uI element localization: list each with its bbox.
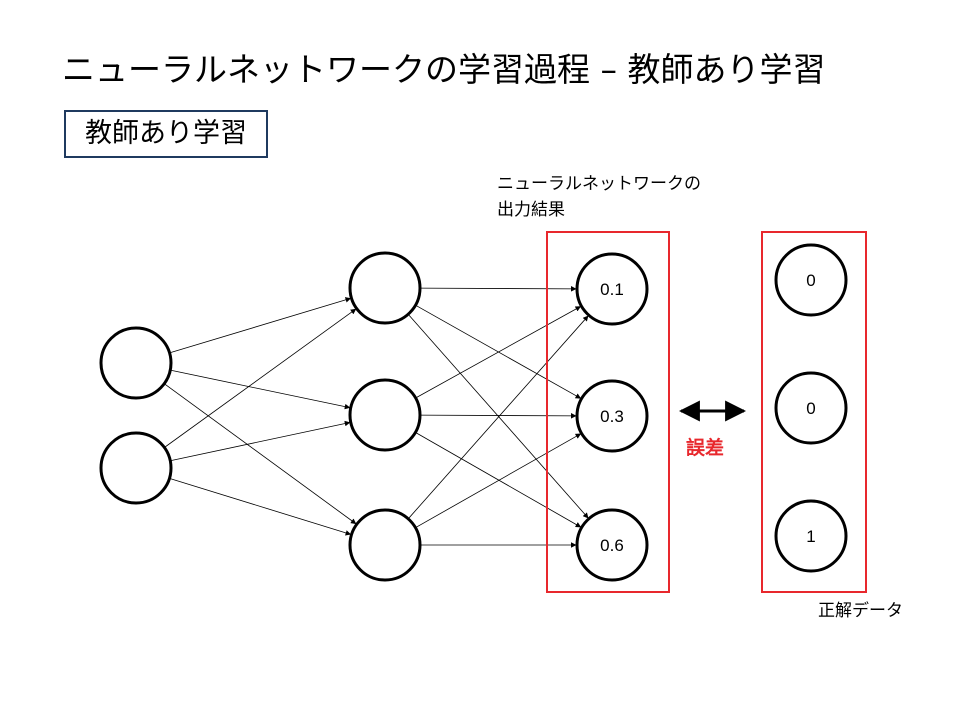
output-result-label: ニューラルネットワークの 出力結果 xyxy=(497,171,701,223)
target-node-1 xyxy=(774,243,848,317)
edge-input2-hidden2 xyxy=(170,420,351,462)
hidden-node-1 xyxy=(348,251,422,325)
edge-input2-hidden1 xyxy=(164,308,357,448)
edge-hidden3-output2 xyxy=(415,433,582,529)
output-label-line-1: ニューラルネットワークの xyxy=(497,174,701,194)
edge-hidden2-output1 xyxy=(415,306,582,399)
ground-truth-highlight-box xyxy=(761,231,867,593)
output-value-2: 0.3 xyxy=(600,407,624,426)
edge-hidden2-output3 xyxy=(415,432,582,528)
output-label-line-2: 出力結果 xyxy=(497,200,565,220)
target-value-3: 1 xyxy=(806,527,815,546)
slide-title: ニューラルネットワークの学習過程 – 教師あり学習 xyxy=(62,50,826,89)
edge-input1-hidden3 xyxy=(164,383,357,525)
hidden-node-2 xyxy=(348,378,422,452)
connections xyxy=(164,286,589,548)
output-node-2 xyxy=(575,379,649,453)
error-label: 誤差 xyxy=(686,437,725,459)
edge-hidden1-output3 xyxy=(407,313,589,519)
edge-input2-hidden3 xyxy=(169,477,352,536)
output-value-3: 0.6 xyxy=(600,536,624,555)
input-node-1 xyxy=(99,326,173,400)
target-node-3 xyxy=(774,499,848,573)
edge-hidden3-output1 xyxy=(407,315,589,520)
output-node-1 xyxy=(575,252,649,326)
hidden-node-3 xyxy=(348,508,422,582)
edge-hidden1-output2 xyxy=(415,304,582,399)
nodes: 0.1 0.3 0.6 0 0 1 xyxy=(99,243,848,582)
input-node-2 xyxy=(99,431,173,505)
edge-hidden1-output1 xyxy=(419,286,577,292)
target-value-1: 0 xyxy=(806,271,815,290)
output-highlight-box xyxy=(546,231,670,593)
target-value-2: 0 xyxy=(806,399,815,418)
target-node-2 xyxy=(774,371,848,445)
supervised-learning-badge: 教師あり学習 xyxy=(64,110,268,158)
edge-hidden2-output2 xyxy=(419,413,577,419)
edge-input1-hidden1 xyxy=(169,297,352,354)
edge-input1-hidden2 xyxy=(170,369,351,410)
output-node-3 xyxy=(575,508,649,582)
ground-truth-label: 正解データ xyxy=(818,601,903,621)
output-value-1: 0.1 xyxy=(600,280,624,299)
